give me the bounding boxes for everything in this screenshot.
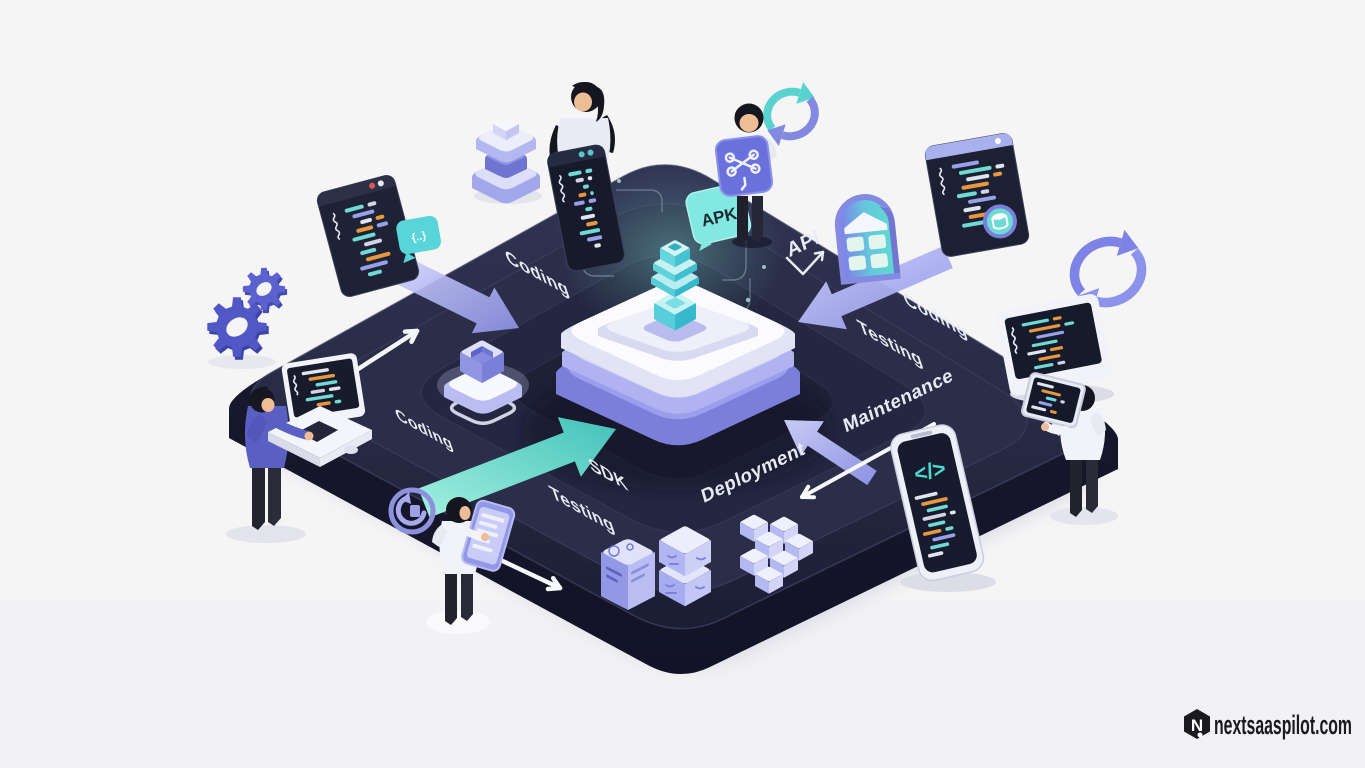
svg-text:N: N [1191,716,1203,735]
svg-text:nextsaaspilot.com: nextsaaspilot.com [1214,710,1352,740]
svg-text:{..}: {..} [411,230,428,244]
